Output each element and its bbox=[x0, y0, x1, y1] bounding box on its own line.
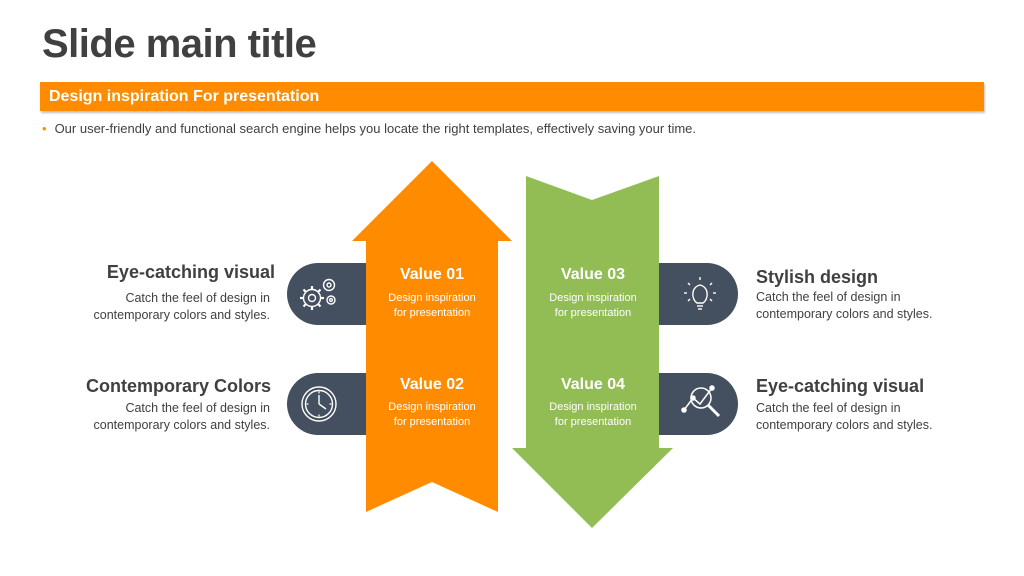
bullet-text: • Our user-friendly and functional search… bbox=[42, 121, 696, 136]
banner-label: Design inspiration For presentation bbox=[49, 88, 320, 105]
right-item-1-desc: Catch the feel of design in contemporary… bbox=[756, 289, 956, 323]
value-01-desc-line1: Design inspiration bbox=[388, 292, 476, 304]
orange-up-arrow bbox=[352, 161, 512, 512]
lightbulb-icon bbox=[684, 277, 716, 310]
right-item-2-title: Eye-catching visual bbox=[756, 376, 925, 396]
right-item-1-desc-line2: contemporary colors and styles. bbox=[756, 307, 933, 321]
value-03-desc: Design inspiration for presentation bbox=[533, 291, 653, 321]
subtitle-banner: Design inspiration For presentation bbox=[40, 82, 984, 111]
left-item-1-desc: Catch the feel of design in contemporary… bbox=[70, 290, 270, 324]
right-item-2-desc: Catch the feel of design in contemporary… bbox=[756, 400, 956, 434]
right-item-2-desc-line1: Catch the feel of design in bbox=[756, 401, 901, 415]
gears-icon bbox=[300, 278, 336, 310]
right-item-2-desc-line2: contemporary colors and styles. bbox=[756, 418, 933, 432]
magnifier-chart-icon bbox=[681, 385, 721, 418]
value-02-desc-line2: for presentation bbox=[393, 416, 471, 428]
value-04-desc-line2: for presentation bbox=[554, 416, 632, 428]
right-item-1-desc-line1: Catch the feel of design in bbox=[756, 290, 901, 304]
pill-right-bottom bbox=[650, 373, 738, 435]
left-item-1-desc-line1: Catch the feel of design in bbox=[125, 291, 270, 305]
left-item-2-title: Contemporary Colors bbox=[85, 376, 271, 396]
slide-title: Slide main title bbox=[42, 22, 317, 66]
pill-left-top bbox=[287, 263, 372, 325]
clock-icon bbox=[301, 386, 337, 422]
left-item-2-desc: Catch the feel of design in contemporary… bbox=[70, 400, 270, 434]
value-04-title: Value 04 bbox=[560, 376, 626, 393]
value-02-desc: Design inspiration for presentation bbox=[372, 400, 492, 430]
left-item-1-desc-line2: contemporary colors and styles. bbox=[93, 308, 270, 322]
value-02-title: Value 02 bbox=[399, 376, 465, 393]
value-04-desc-line1: Design inspiration bbox=[549, 401, 637, 413]
value-04-desc: Design inspiration for presentation bbox=[533, 400, 653, 430]
bullet-label: Our user-friendly and functional search … bbox=[54, 121, 696, 136]
left-item-2-desc-line2: contemporary colors and styles. bbox=[93, 418, 270, 432]
value-03-title: Value 03 bbox=[560, 266, 626, 283]
value-01-desc-line2: for presentation bbox=[393, 307, 471, 319]
left-item-1-title: Eye-catching visual bbox=[106, 262, 275, 282]
pill-right-top bbox=[650, 263, 738, 325]
bullet-dot: • bbox=[42, 121, 47, 136]
green-down-arrow bbox=[512, 176, 673, 528]
value-01-desc: Design inspiration for presentation bbox=[372, 291, 492, 321]
left-item-2-desc-line1: Catch the feel of design in bbox=[125, 401, 270, 415]
value-03-desc-line1: Design inspiration bbox=[549, 292, 637, 304]
value-02-desc-line1: Design inspiration bbox=[388, 401, 476, 413]
value-03-desc-line2: for presentation bbox=[554, 307, 632, 319]
value-01-title: Value 01 bbox=[399, 266, 465, 283]
right-item-1-title: Stylish design bbox=[756, 267, 879, 287]
